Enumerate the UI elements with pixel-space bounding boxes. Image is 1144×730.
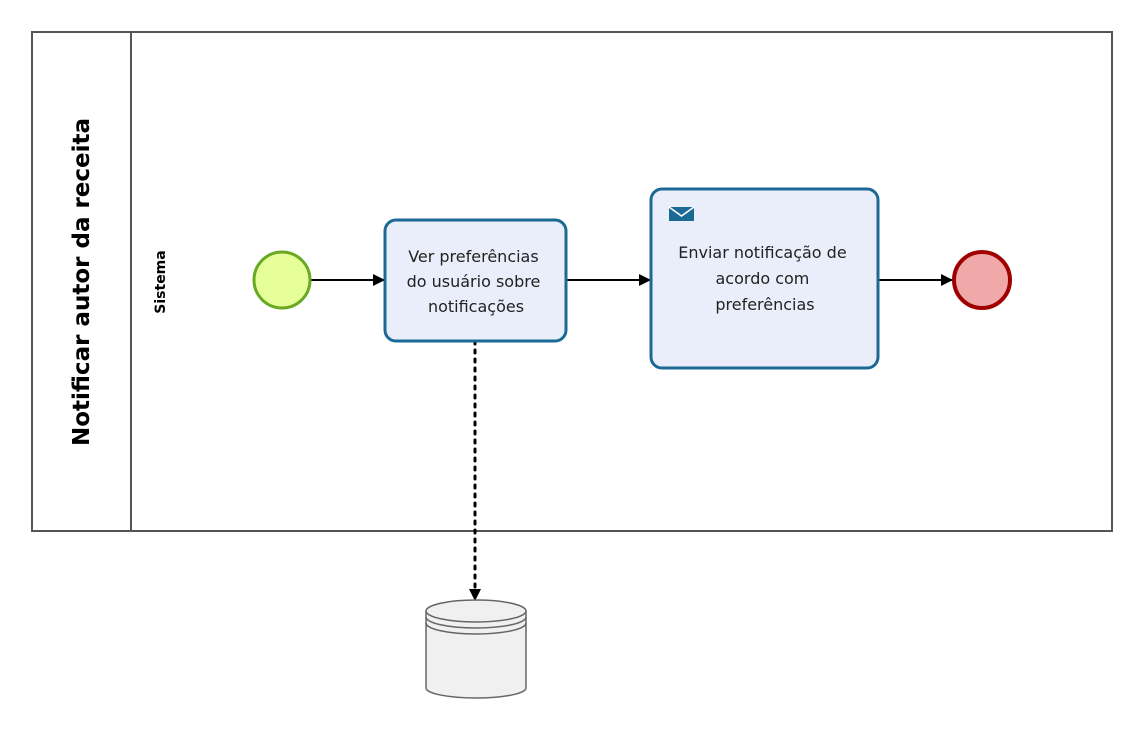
- envelope-icon: [668, 206, 695, 221]
- task-label: Enviar notificação de acordo com preferê…: [678, 243, 852, 314]
- pool-title: Notificar autor da receita: [69, 118, 95, 446]
- end-event[interactable]: [952, 250, 1012, 310]
- task-label-line: Ver preferências: [408, 247, 539, 266]
- task-enviar-notificacao[interactable]: Enviar notificação de acordo com preferê…: [649, 187, 880, 370]
- task-label: Ver preferências do usuário sobre notifi…: [407, 247, 546, 316]
- task-label-line: preferências: [715, 295, 814, 314]
- task-ver-preferencias[interactable]: Ver preferências do usuário sobre notifi…: [383, 218, 568, 343]
- lane-title: Sistema: [153, 250, 169, 313]
- task-label-line: notificações: [428, 297, 524, 316]
- task-label-line: Enviar notificação de: [678, 243, 846, 262]
- task-box: [383, 218, 568, 343]
- task-box: [649, 187, 880, 370]
- database-icon[interactable]: [425, 599, 527, 699]
- start-event[interactable]: [252, 250, 312, 310]
- pool[interactable]: Notificar autor da receita: [31, 31, 1113, 532]
- pool-border: [31, 31, 1113, 532]
- task-label-line: do usuário sobre: [407, 272, 541, 291]
- task-label-line: acordo com: [716, 269, 810, 288]
